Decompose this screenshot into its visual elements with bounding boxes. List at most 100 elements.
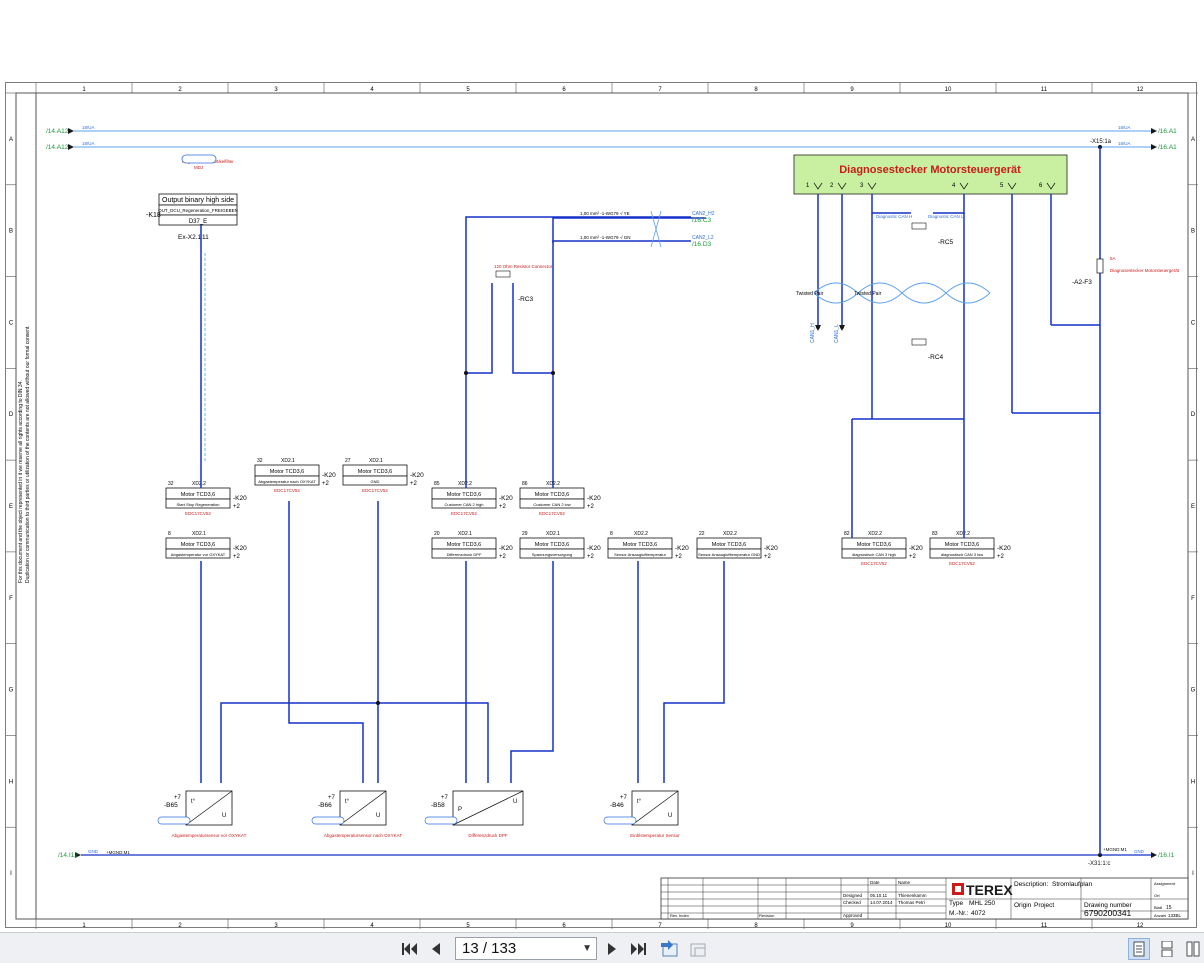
wire-b66-sig [288,501,364,783]
back-view-icon [661,940,678,957]
diag-can-l-label: Diagnostic CAN L [928,214,964,219]
rail-arrow-left-2 [68,144,74,150]
back-view-button[interactable] [658,938,682,960]
module-sub-box [696,548,762,559]
row-label-left: G [9,688,14,694]
fuse-note-2: Diagnosestecker Motorsteuergerät [1110,268,1180,273]
can2-ref-c3[interactable]: /16.C3 [692,217,712,224]
sensor-link-badge[interactable] [157,816,191,825]
sensor-diagonal [339,790,387,826]
diag-arrow-2 [839,325,845,331]
row-label-right: G [1191,688,1196,694]
can2-node-l [551,371,555,375]
module-ecu: EDC17CV52 [539,511,565,516]
module-pin: 32 [257,458,263,464]
diag-connector-title: Diagnosestecker Motorsteuergerät [839,164,1021,176]
col-label-bottom: 8 [754,923,758,929]
row-label-right: F [1191,596,1195,602]
module-conn: XD2.2 [723,531,737,537]
continuous-view-button[interactable] [1156,938,1178,960]
module-sub-box [519,498,585,509]
can2-wire-2: 1,00 mm² -1-WG79 -/ GN [580,235,631,240]
col-label-top: 1 [82,87,86,93]
prev-page-button[interactable] [424,938,448,960]
diag-pin-number: 2 [830,183,834,189]
module-title: Motor TCD3,6 [270,469,304,475]
row-label-left: C [9,320,14,326]
single-page-icon [1133,941,1145,957]
col-label-top: 11 [1041,87,1048,93]
continuous-page-icon [1161,941,1173,957]
rail-arrow-left-bottom [75,852,81,858]
sensor-link-badge[interactable] [424,816,458,825]
k18-conn: Ex-X2.1 [178,234,202,241]
last-page-button[interactable] [626,938,650,960]
sensor-link-badge[interactable] [311,816,345,825]
rc3-h [466,283,493,374]
module-title: Motor TCD3,6 [535,492,569,498]
rail-ref-left-bottom[interactable]: /14.I12 [58,852,78,859]
module-sub: Spannungsversorgung [532,552,572,557]
sensor-caption: Abgastemperatursensor nach OXYKAT [324,833,402,838]
row-label-left: I [10,871,12,877]
rc5-ref: -RC5 [938,239,954,246]
module-conn: XD2.2 [458,481,472,487]
module-sub-box [519,548,585,559]
two-page-view-button[interactable] [1184,938,1202,960]
col-label-bottom: 2 [178,923,182,929]
module-pin: 22 [699,531,705,537]
rail-ref-left-2[interactable]: /14.A12 [46,144,69,151]
row-label-right: C [1191,320,1196,326]
module-sub-box [431,498,497,509]
sensor-p-symbol: P [458,807,462,813]
module-ecu: EDC17CV52 [362,488,388,493]
sensor-link-badge[interactable] [603,816,637,825]
rail-ref-right-2[interactable]: /16.A1 [1158,144,1177,151]
k18-block: Regeneration Partikelfilter MDJ Output b… [146,154,238,481]
module-pos: +2 [675,554,683,560]
module-pin: 8 [168,531,171,537]
single-page-view-button[interactable] [1128,938,1150,960]
col-label-top: 9 [850,87,854,93]
sensor-pos: +7 [174,795,182,801]
module-title: Motor TCD3,6 [447,492,481,498]
diag-pin-socket [867,182,877,190]
rail-ref-right-bottom[interactable]: /16.I1 [1158,852,1175,859]
can2-l-line [552,240,691,283]
module-pin: 8 [610,531,613,537]
sensor-pos: +7 [441,795,449,801]
k18-link-badge[interactable] [181,154,217,164]
diag-pin-number: 5 [1000,183,1004,189]
can1-h-label: CAN1_H [810,323,816,343]
can2-ref-d3[interactable]: /16.D3 [692,241,712,248]
can1-l-label: CAN1_L [834,324,840,343]
page-number-select[interactable]: 13 / 133 ▼ [455,937,597,960]
rail-ref-right-1[interactable]: /16.A1 [1158,128,1177,135]
sensor-pos: +7 [328,795,336,801]
sensor-caption: Einblstemperatur Sensor [630,833,680,838]
sensor-ref: -B66 [318,802,332,809]
forward-view-icon [690,943,706,957]
module-pin: 86 [522,481,528,487]
forward-view-button[interactable] [686,938,710,960]
rc4-ref: -RC4 [928,354,944,361]
row-label-left: B [9,229,13,235]
row-label-right: A [1191,137,1195,143]
first-page-button[interactable] [398,938,422,960]
sensor-ref: -B46 [610,802,624,809]
module-sub-box [342,475,408,486]
next-page-icon [608,943,616,955]
module-sub-box [607,548,673,559]
module-ref: -K20 [410,472,424,479]
next-page-button[interactable] [600,938,624,960]
module-pos: +2 [233,554,241,560]
module-pos: +2 [909,554,917,560]
chevron-down-icon: ▼ [582,943,592,954]
col-label-top: 3 [274,87,278,93]
x31-mid: +MGND:M1 [1103,847,1127,852]
rail-ref-left-1[interactable]: /14.A12 [46,128,69,135]
module-conn: XD2.1 [369,458,383,464]
